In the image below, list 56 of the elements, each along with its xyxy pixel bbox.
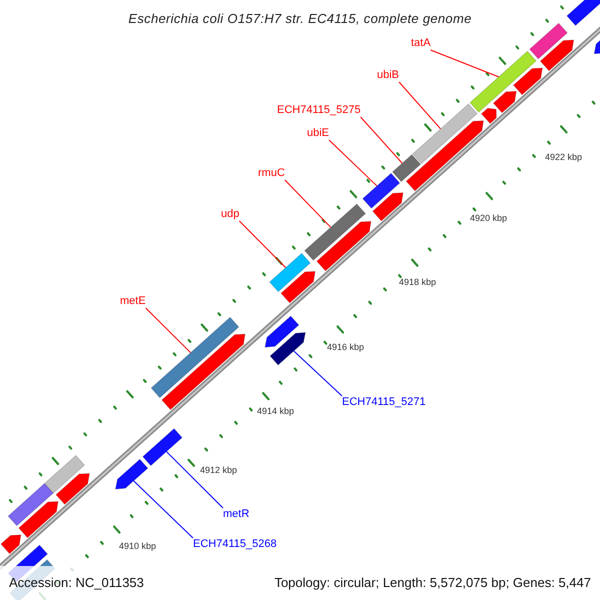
gene-bar xyxy=(44,454,86,494)
title: Escherichia coli O157:H7 str. EC4115, complete genome xyxy=(128,10,472,28)
gene-bar xyxy=(392,154,422,182)
leader-line xyxy=(166,451,224,508)
leader-line xyxy=(238,220,286,268)
gene-label: metR xyxy=(223,508,250,521)
leader-line xyxy=(133,480,194,538)
gene-bar xyxy=(56,473,90,505)
scale-label: 4910 kbp xyxy=(119,541,156,552)
gene-bar xyxy=(142,428,183,466)
gene-bar xyxy=(529,22,568,60)
gene-bar xyxy=(270,332,306,366)
scale-label: 4912 kbp xyxy=(200,465,238,476)
leader-line xyxy=(284,180,332,228)
leader-line xyxy=(360,116,403,164)
gene-label: ECH74115_5271 xyxy=(342,396,426,409)
scale-label: 4916 kbp xyxy=(327,342,364,353)
gene-bar xyxy=(470,50,537,113)
gene-label: ECH74115_5275 xyxy=(277,104,361,117)
gene-bar xyxy=(480,108,497,124)
genome-stats-text: Topology: circular; Length: 5,572,075 bp; Genes: 5,447 xyxy=(274,574,591,592)
gene-bar xyxy=(566,0,600,26)
gene-label: rmuC xyxy=(258,167,285,180)
gene-bar xyxy=(161,334,246,410)
scale-label: 4920 kbp xyxy=(470,213,508,224)
gene-bar xyxy=(540,40,574,72)
gene-label: ubiE xyxy=(307,127,330,140)
gene-bar xyxy=(406,120,484,192)
leader-line xyxy=(398,82,442,130)
gene-bar xyxy=(264,316,300,348)
gene-bar xyxy=(8,482,54,526)
scale-label: 4914 kbp xyxy=(257,406,294,417)
gene-bar xyxy=(150,316,240,398)
gene-bar xyxy=(316,221,372,272)
scale-label: 4918 kbp xyxy=(399,277,436,288)
gene-bar xyxy=(18,501,58,538)
gene-bar xyxy=(513,68,543,96)
gene-bar xyxy=(412,103,478,164)
leader-line xyxy=(145,308,192,354)
gene-bar xyxy=(362,172,400,209)
gene-bar xyxy=(492,90,517,114)
gene-bar xyxy=(269,252,311,292)
gene-bar xyxy=(304,204,366,261)
leader-line xyxy=(328,140,378,186)
gene-label: metE xyxy=(120,295,146,308)
scale-label: 4922 kbp xyxy=(545,152,582,163)
gene-label: ubiB xyxy=(377,69,400,82)
leader-line xyxy=(430,50,500,78)
gene-label: ECH74115_5268 xyxy=(193,538,277,551)
gene-bar xyxy=(115,458,148,490)
gene-bar xyxy=(280,271,316,304)
gene-label: tatA xyxy=(411,37,431,50)
accession-text: Accession: NC_011353 xyxy=(9,574,144,592)
gene-label: udp xyxy=(221,208,240,221)
gene-bar xyxy=(0,534,22,554)
gene-bar xyxy=(372,192,404,222)
